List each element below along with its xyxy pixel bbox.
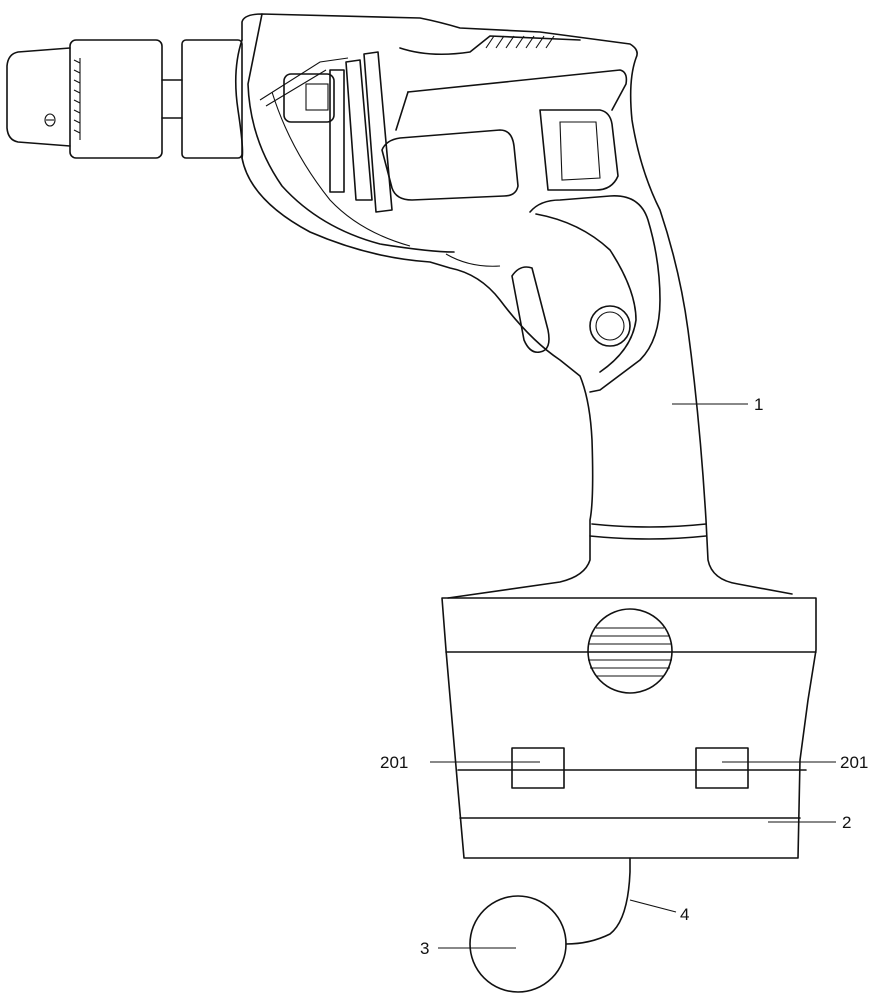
label-201-right: 201	[840, 753, 868, 772]
label-4: 4	[680, 905, 689, 924]
direction-switch	[284, 74, 334, 122]
drill-housing	[236, 14, 792, 598]
cable	[566, 858, 630, 944]
label-2: 2	[842, 813, 851, 832]
module-201-right	[696, 748, 748, 788]
label-1: 1	[754, 395, 763, 414]
trigger	[512, 267, 549, 352]
external-device	[470, 896, 566, 992]
drill-chuck	[7, 40, 182, 158]
drill-collar	[182, 40, 242, 158]
label-201-left: 201	[380, 753, 408, 772]
module-201-left	[512, 748, 564, 788]
battery-pack	[442, 598, 816, 858]
chuck-knurl	[74, 58, 80, 140]
speaker-grille	[588, 609, 672, 693]
label-3: 3	[420, 939, 429, 958]
